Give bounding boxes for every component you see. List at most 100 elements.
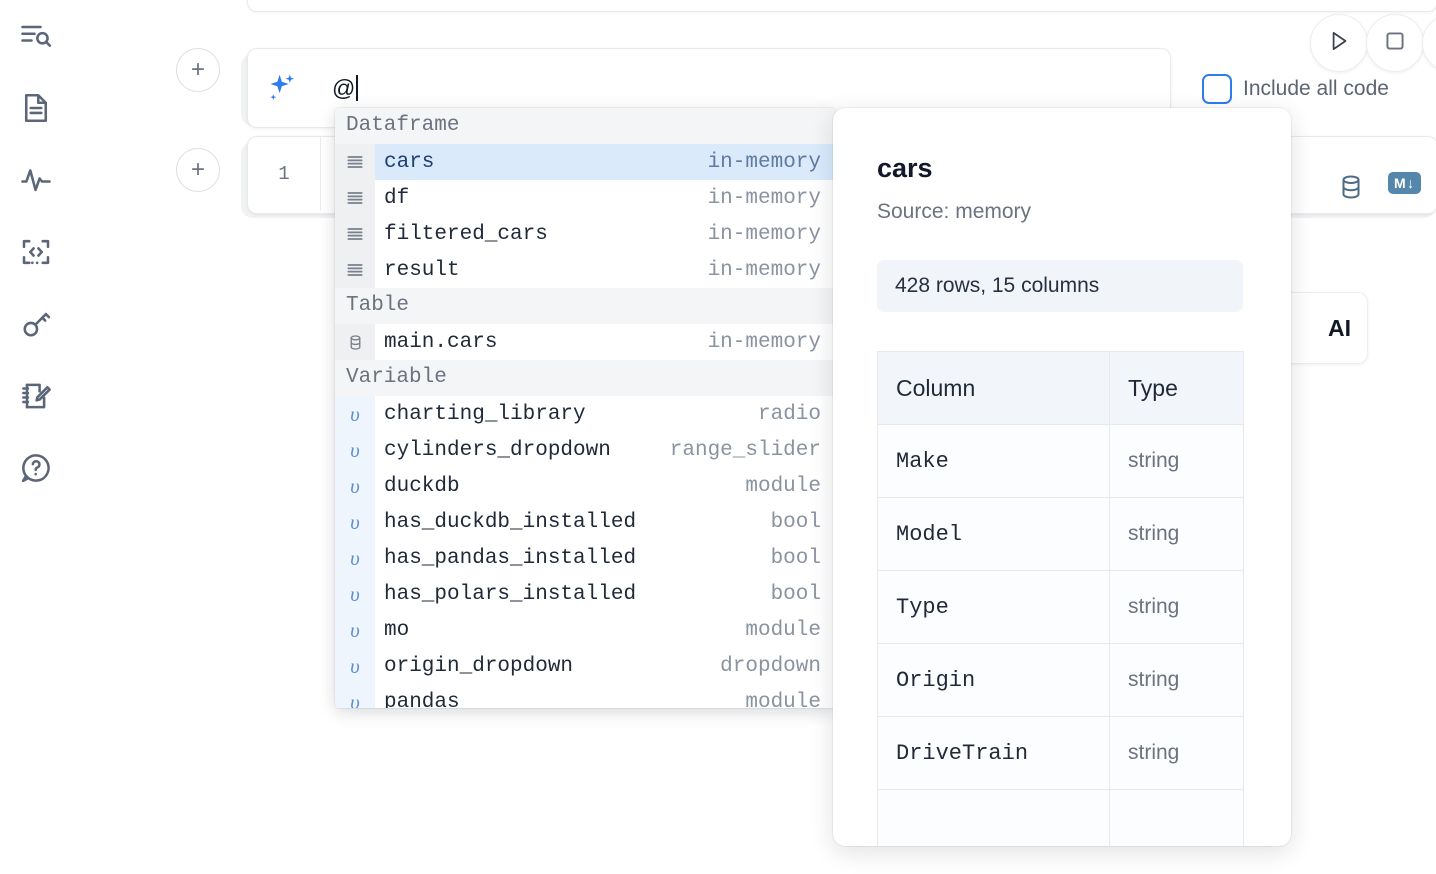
autocomplete-item[interactable]: df in-memory [335, 180, 835, 216]
scratchpad-icon [18, 378, 54, 414]
autocomplete-item-meta: bool [770, 510, 821, 534]
schema-header-row: Column Type [877, 351, 1244, 425]
variable-icon: υ [335, 432, 375, 468]
autocomplete-item-meta: bool [770, 546, 821, 570]
autocomplete-item-meta: in-memory [707, 258, 821, 282]
sidebar-item-outline-search[interactable] [12, 12, 60, 60]
plus-icon: + [190, 156, 205, 183]
sidebar-item-snippets[interactable] [12, 228, 60, 276]
sidebar-item-help[interactable] [12, 444, 60, 492]
more-actions-button[interactable] [1422, 14, 1436, 72]
dataframe-icon [335, 252, 375, 288]
autocomplete-item-meta: in-memory [707, 150, 821, 174]
autocomplete-item-label: cars [384, 150, 435, 174]
autocomplete-item-meta: radio [757, 402, 821, 426]
snippets-icon [18, 234, 54, 270]
info-panel-shape: 428 rows, 15 columns [877, 260, 1243, 312]
variable-icon: υ [335, 468, 375, 504]
autocomplete-item-label: origin_dropdown [384, 654, 574, 678]
plus-icon: + [190, 56, 205, 83]
autocomplete-section-header: Variable [335, 360, 835, 396]
dataframe-icon [335, 144, 375, 180]
autocomplete-item-meta: bool [770, 582, 821, 606]
autocomplete-item-label: df [384, 186, 410, 210]
schema-column-type [1109, 789, 1244, 846]
help-icon [18, 450, 54, 486]
schema-header-column: Column [877, 351, 1110, 425]
schema-column-type: string [1109, 497, 1244, 571]
add-cell-below-button[interactable]: + [176, 148, 220, 192]
code-line-number: 1 [248, 137, 321, 211]
play-icon [1326, 28, 1352, 59]
autocomplete-item[interactable]: result in-memory [335, 252, 835, 288]
autocomplete-item[interactable]: υ cylinders_dropdown range_slider [335, 432, 835, 468]
variable-icon: υ [335, 396, 375, 432]
autocomplete-section-header: Table [335, 288, 835, 324]
autocomplete-item-label: has_duckdb_installed [384, 510, 637, 534]
schema-column-name: DriveTrain [877, 716, 1110, 790]
include-all-code-checkbox[interactable] [1202, 74, 1232, 104]
ai-prompt-input[interactable]: @ [332, 70, 832, 106]
variable-icon: υ [335, 612, 375, 648]
dataframe-icon [335, 180, 375, 216]
sparkles-icon [262, 68, 302, 108]
include-all-code-row[interactable]: Include all code [1202, 72, 1389, 106]
schema-column-name: Type [877, 570, 1110, 644]
autocomplete-item-label: mo [384, 618, 410, 642]
autocomplete-item-label: cylinders_dropdown [384, 438, 611, 462]
file-icon [18, 90, 54, 126]
autocomplete-item-meta: module [745, 474, 821, 498]
stop-button[interactable] [1366, 14, 1424, 72]
schema-column-name: Origin [877, 643, 1110, 717]
autocomplete-item-meta: in-memory [707, 222, 821, 246]
autocomplete-item[interactable]: cars in-memory [335, 144, 835, 180]
previous-cell [247, 0, 1436, 12]
key-icon [18, 306, 54, 342]
autocomplete-item-label: pandas [384, 690, 460, 709]
autocomplete-item-meta: in-memory [707, 330, 821, 354]
sidebar-item-files[interactable] [12, 84, 60, 132]
database-icon[interactable] [1333, 170, 1369, 204]
sidebar-item-scratchpad[interactable] [12, 372, 60, 420]
text-caret [356, 75, 359, 101]
autocomplete-section-header: Dataframe [335, 108, 835, 144]
autocomplete-item-label: has_polars_installed [384, 582, 637, 606]
schema-column-name: Model [877, 497, 1110, 571]
markdown-badge-arrow: ↓ [1407, 175, 1415, 191]
autocomplete-item-meta: module [745, 690, 821, 709]
schema-column-name [877, 789, 1110, 846]
completion-info-panel: cars Source: memory 428 rows, 15 columns… [833, 108, 1291, 846]
schema-row [877, 789, 1244, 846]
markdown-badge-letter: M [1394, 175, 1407, 191]
sidebar-item-secrets[interactable] [12, 300, 60, 348]
autocomplete-item-meta: in-memory [707, 186, 821, 210]
stop-square-icon [1382, 28, 1408, 59]
markdown-icon[interactable]: M↓ [1388, 172, 1421, 194]
variable-icon: υ [335, 684, 375, 708]
schema-column-type: string [1109, 643, 1244, 717]
dataframe-icon [335, 216, 375, 252]
autocomplete-item-meta: dropdown [720, 654, 821, 678]
sidebar-item-activity[interactable] [12, 156, 60, 204]
autocomplete-item[interactable]: υ has_duckdb_installed bool [335, 504, 835, 540]
variable-icon: υ [335, 504, 375, 540]
autocomplete-item-label: result [384, 258, 460, 282]
run-button[interactable] [1310, 14, 1368, 72]
autocomplete-item-meta: range_slider [669, 438, 821, 462]
autocomplete-item-meta: module [745, 618, 821, 642]
autocomplete-item-label: has_pandas_installed [384, 546, 637, 570]
add-cell-above-button[interactable]: + [176, 48, 220, 92]
